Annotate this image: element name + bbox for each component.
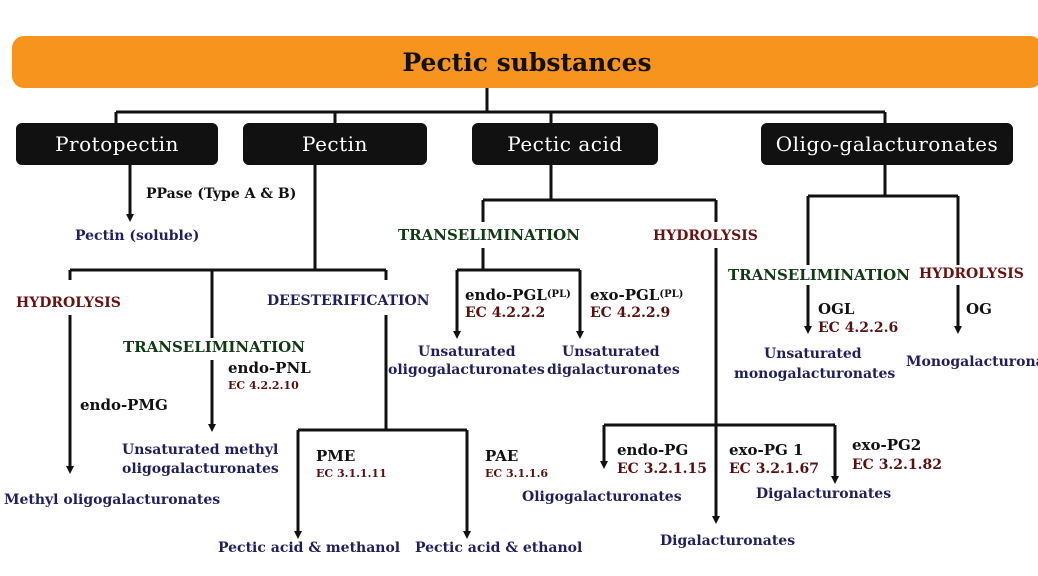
label-endo-pgl-ec: EC 4.2.2.2 xyxy=(465,305,546,321)
label-pme: PME xyxy=(316,447,356,465)
label-endo-pgl: endo-PGL(PL) xyxy=(465,286,571,304)
label-og-product: Monogalacturona xyxy=(906,354,1038,370)
label-ogl-prod-1: Unsaturated xyxy=(764,346,862,362)
label-exo-pgl-prod-1: Unsaturated xyxy=(562,344,660,360)
label-exo-pg1: exo-PG 1 xyxy=(729,441,804,459)
label-ogl: OGL xyxy=(818,300,855,318)
label-unsat-methyl-1: Unsaturated methyl xyxy=(122,442,279,458)
label-transelimination-oligo: TRANSELIMINATION xyxy=(728,266,910,284)
label-endo-pgl-prod-2: oligogalacturonates xyxy=(388,362,545,378)
label-pae: PAE xyxy=(485,447,519,465)
label-ogl-prod-2: monogalacturonates xyxy=(734,366,896,382)
label-exo-pg2: exo-PG2 xyxy=(852,436,922,454)
label-pme-product: Pectic acid & methanol xyxy=(218,540,401,556)
label-ppase: PPase (Type A & B) xyxy=(146,186,297,202)
diagram-title: Pectic substances xyxy=(402,47,652,77)
label-transelimination-pectin: TRANSELIMINATION xyxy=(123,338,305,356)
label-endo-pg: endo-PG xyxy=(617,441,689,459)
label-pme-ec: EC 3.1.1.11 xyxy=(316,467,387,480)
label-transelimination-pectic: TRANSELIMINATION xyxy=(398,226,580,244)
label-exo-pgl-ec: EC 4.2.2.9 xyxy=(590,305,671,321)
label-pectin-soluble: Pectin (soluble) xyxy=(75,228,200,244)
box-protopectin: Protopectin xyxy=(16,123,218,165)
box-pectin: Pectin xyxy=(243,123,427,165)
label-endo-pnl-ec: EC 4.2.2.10 xyxy=(228,379,299,392)
label-endo-pgl-prod-1: Unsaturated xyxy=(418,344,516,360)
label-ogl-ec: EC 4.2.2.6 xyxy=(818,320,899,336)
label-hydrolysis-pectin: HYDROLYSIS xyxy=(16,295,121,311)
label-exo-pgl: exo-PGL(PL) xyxy=(590,286,684,304)
label-exo-pg1-product: Digalacturonates xyxy=(756,486,892,502)
box-oligo-galacturonates: Oligo-galacturonates xyxy=(761,123,1013,165)
label-bottom-digalacturonates: Digalacturonates xyxy=(660,533,796,549)
label-endo-pg-product: Oligogalacturonates xyxy=(522,489,682,505)
label-endo-pnl: endo-PNL xyxy=(228,359,311,377)
label-og: OG xyxy=(966,300,992,318)
label-exo-pgl-prod-2: digalacturonates xyxy=(547,362,680,378)
label-exo-pg1-ec: EC 3.2.1.67 xyxy=(729,461,820,477)
title-banner: Pectic substances xyxy=(12,36,1038,88)
label-hydrolysis-oligo: HYDROLYSIS xyxy=(919,266,1024,282)
label-exo-pg2-ec: EC 3.2.1.82 xyxy=(852,457,943,473)
label-endo-pmg: endo-PMG xyxy=(80,396,168,414)
label-deesterification: DEESTERIFICATION xyxy=(267,293,430,309)
label-pae-ec: EC 3.1.1.6 xyxy=(485,467,549,480)
label-endo-pg-ec: EC 3.2.1.15 xyxy=(617,461,708,477)
label-pae-product: Pectic acid & ethanol xyxy=(415,540,583,556)
label-exo-pgl-sup: (PL) xyxy=(659,289,684,300)
label-methyl-oligo: Methyl oligogalacturonates xyxy=(4,492,221,508)
label-hydrolysis-pectic: HYDROLYSIS xyxy=(653,228,758,244)
label-unsat-methyl-2: oligogalacturonates xyxy=(122,461,279,477)
box-pectic-acid: Pectic acid xyxy=(472,123,658,165)
label-endo-pgl-sup: (PL) xyxy=(546,289,571,300)
